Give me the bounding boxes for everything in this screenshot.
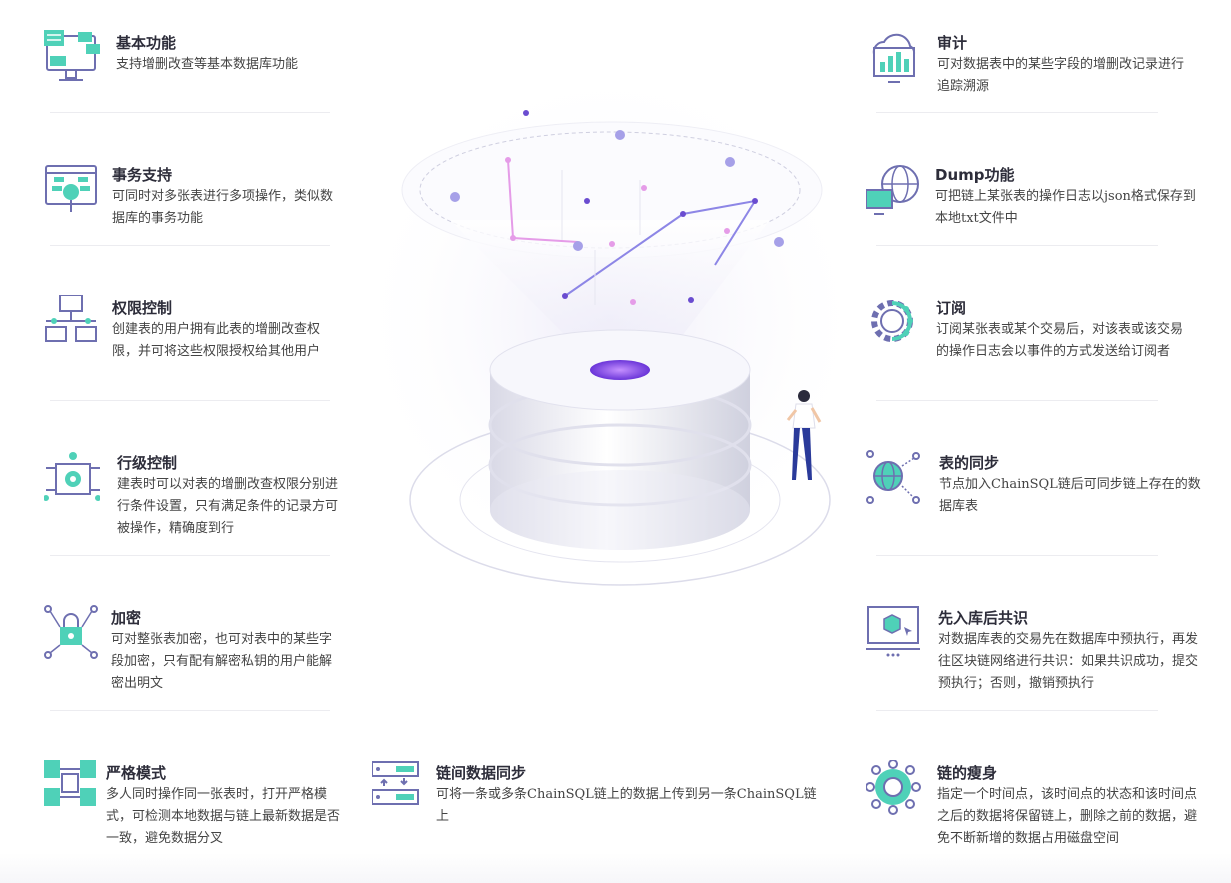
feature-title: 表的同步 [939,454,1000,472]
gear-network-icon [871,300,913,342]
feature-title: 严格模式 [106,764,167,782]
feature-title: 加密 [111,609,142,627]
feature-audit: 审计 可对数据表中的某些字段的增删改记录进行追踪溯源 [866,30,1196,100]
database-illustration [350,60,870,586]
feature-desc: 建表时可以对表的增删改查权限分别进行条件设置，只有满足条件的记录方可被操作，精确… [117,477,339,536]
person-figure [786,390,822,480]
feature-slim: 链的瘦身 指定一个时间点，该时间点的状态和该时间点之后的数据将保留链上，删除之前… [866,760,1206,850]
feature-title: 链间数据同步 [436,764,527,782]
feature-title: 审计 [937,34,968,52]
feature-title: Dump功能 [935,166,1015,184]
divider [50,245,330,246]
lock-network-icon [44,605,98,659]
divider [50,555,330,556]
feature-title: 权限控制 [112,299,173,317]
feature-desc: 指定一个时间点，该时间点的状态和该时间点之后的数据将保留链上，删除之前的数据，避… [937,787,1198,846]
feature-desc: 对数据库表的交易先在数据库中预执行，再发往区块链网络进行共识：如果共识成功，提交… [938,632,1199,691]
feature-desc: 可把链上某张表的操作日志以json格式保存到本地txt文件中 [935,189,1196,226]
network-monitors-icon [45,295,97,342]
feature-enc: 加密 可对整张表加密，也可对表中的某些字段加密，只有配有解密私钥的用户能解密出明… [44,605,344,695]
hub-nodes-icon [866,760,921,815]
documents-flow-icon [44,760,96,806]
feature-title: 先入库后共识 [938,609,1029,627]
feature-title: 基本功能 [116,34,177,52]
feature-dump: Dump功能 可把链上某张表的操作日志以json格式保存到本地txt文件中 [866,162,1206,232]
globe-nodes-icon [866,450,920,504]
feature-desc: 可将一条或多条ChainSQL链上的数据上传到另一条ChainSQL链上 [436,787,817,824]
feature-tx: 事务支持 可同时对多张表进行多项操作，类似数据库的事务功能 [44,162,344,232]
feature-consensus: 先入库后共识 对数据库表的交易先在数据库中预执行，再发往区块链网络进行共识：如果… [866,605,1206,695]
gear-chip-icon [44,452,100,501]
feature-strict: 严格模式 多人同时操作同一张表时，打开严格模式，可检测本地数据与链上最新数据是否… [44,760,344,850]
feature-desc: 创建表的用户拥有此表的增删改查权限，并可将这些权限授权给其他用户 [112,322,321,359]
divider [876,710,1158,711]
feature-title: 订阅 [936,299,967,317]
feature-sync: 表的同步 节点加入ChainSQL链后可同步链上存在的数据库表 [866,450,1206,520]
divider [876,245,1158,246]
monitor-panels-icon [44,30,100,81]
feature-title: 链的瘦身 [937,764,998,782]
cloud-chart-icon [872,33,916,83]
divider [876,112,1158,113]
bulb-monitor-icon [45,165,97,212]
divider [876,400,1158,401]
feature-desc: 订阅某张表或某个交易后，对该表或该交易的操作日志会以事件的方式发送给订阅者 [936,322,1184,359]
divider [876,555,1158,556]
divider [50,400,330,401]
feature-desc: 多人同时操作同一张表时，打开严格模式，可检测本地数据与链上最新数据是否一致，避免… [106,787,341,846]
feature-title: 事务支持 [112,166,173,184]
feature-desc: 支持增删改查等基本数据库功能 [116,57,299,72]
floor-gradient [0,853,1231,883]
divider [50,112,330,113]
globe-monitor-icon [866,165,919,215]
server-sync-icon [372,761,419,805]
feature-cross: 链间数据同步 可将一条或多条ChainSQL链上的数据上传到另一条ChainSQ… [372,760,832,830]
cube-laptop-icon [866,606,920,657]
feature-basic: 基本功能 支持增删改查等基本数据库功能 [44,30,344,90]
feature-row: 行级控制 建表时可以对表的增删改查权限分别进行条件设置，只有满足条件的记录方可被… [44,450,354,540]
feature-title: 行级控制 [117,454,178,472]
feature-desc: 可对数据表中的某些字段的增删改记录进行追踪溯源 [937,57,1185,94]
feature-desc: 可对整张表加密，也可对表中的某些字段加密，只有配有解密私钥的用户能解密出明文 [111,632,333,691]
feature-desc: 可同时对多张表进行多项操作，类似数据库的事务功能 [112,189,334,226]
feature-desc: 节点加入ChainSQL链后可同步链上存在的数据库表 [939,477,1201,514]
feature-perm: 权限控制 创建表的用户拥有此表的增删改查权限，并可将这些权限授权给其他用户 [44,295,344,365]
divider [50,710,330,711]
feature-sub: 订阅 订阅某张表或某个交易后，对该表或该交易的操作日志会以事件的方式发送给订阅者 [866,295,1196,385]
